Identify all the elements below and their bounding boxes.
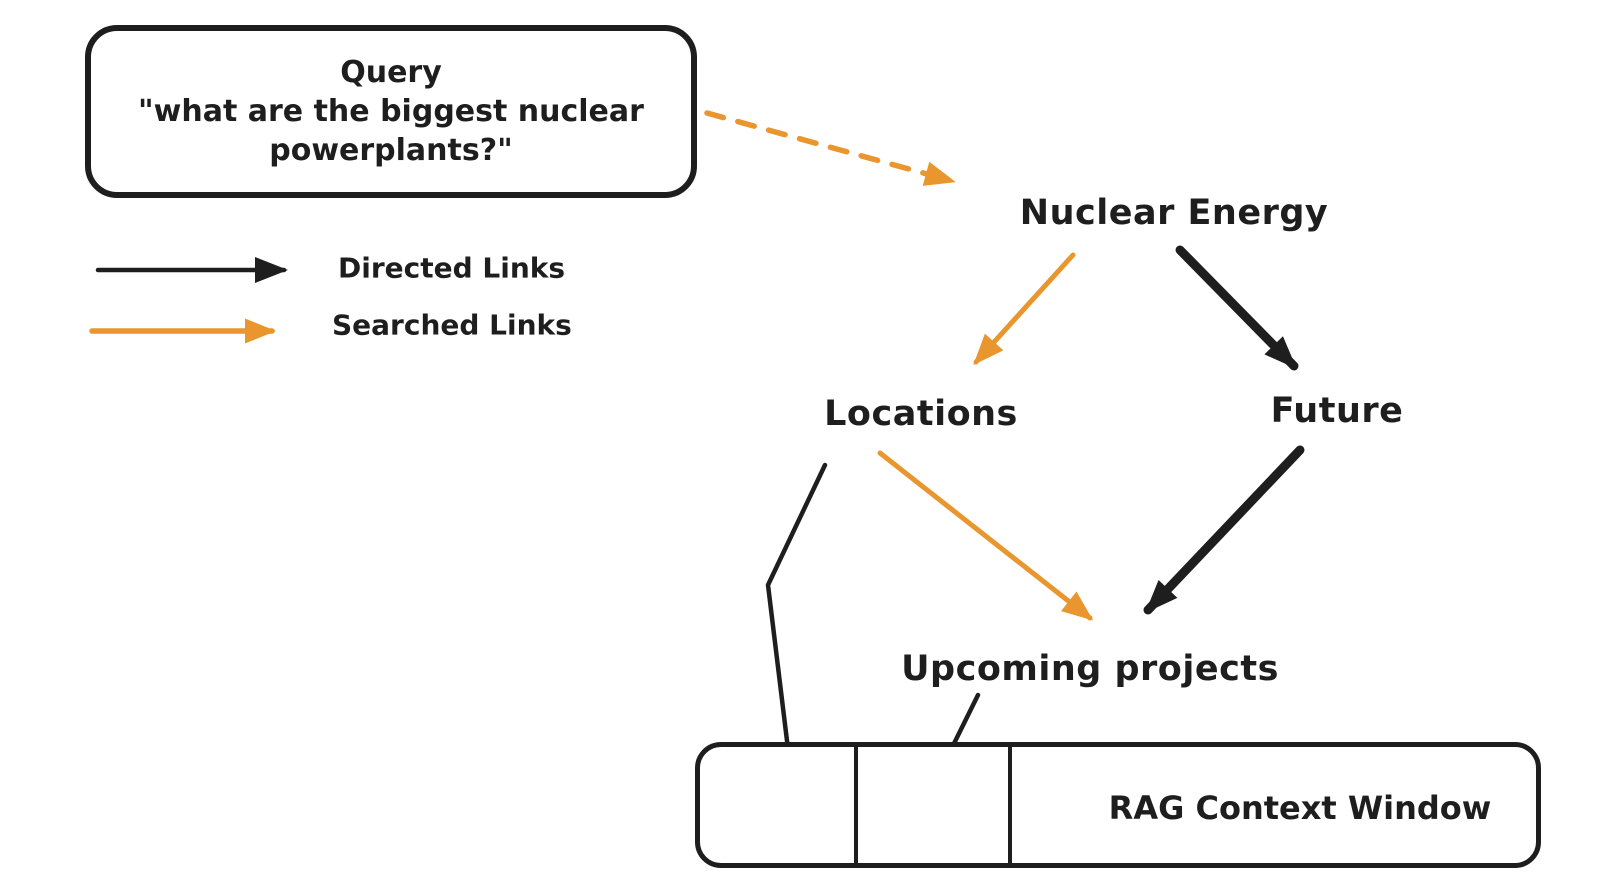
query-box: Query "what are the biggest nuclear powe… [85, 25, 697, 198]
context-cell-divider-2 [1008, 747, 1012, 863]
node-locations: Locations [824, 394, 1018, 434]
query-box-text-line2: powerplants?" [269, 133, 513, 168]
rag-context-window-box [695, 742, 1541, 868]
legend-searched-label: Searched Links [332, 308, 572, 342]
nuclear-to-locations-arrow [973, 252, 1076, 365]
node-upcoming-projects: Upcoming projects [901, 649, 1279, 689]
locations-to-upcoming-arrow [877, 450, 1094, 621]
legend-directed-label: Directed Links [338, 251, 566, 285]
context-cell-divider-1 [854, 747, 858, 863]
nuclear-to-future-arrow [1175, 245, 1299, 371]
query-box-title: Query [340, 55, 442, 90]
rag-context-window-label: RAG Context Window [1108, 789, 1492, 827]
future-to-upcoming-arrow [1143, 445, 1305, 615]
node-future: Future [1270, 391, 1404, 431]
node-nuclear-energy: Nuclear Energy [1019, 193, 1329, 233]
query-box-text-line1: "what are the biggest nuclear [138, 94, 644, 129]
query-to-nuclear-arrow [704, 110, 956, 186]
